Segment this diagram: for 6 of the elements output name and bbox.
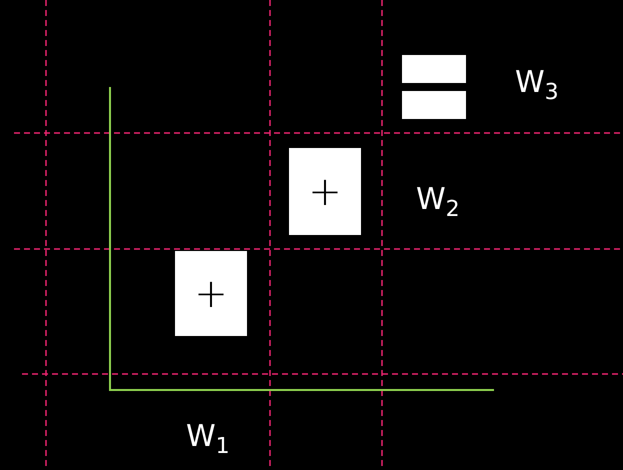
weight-label: W$_{3}$ bbox=[515, 68, 559, 104]
weight-label: W$_{2}$ bbox=[416, 185, 460, 221]
plus-box: + bbox=[175, 251, 247, 336]
weight-label: W$_{1}$ bbox=[186, 422, 230, 458]
plus-box: + bbox=[289, 148, 361, 235]
equals-box bbox=[402, 55, 466, 119]
